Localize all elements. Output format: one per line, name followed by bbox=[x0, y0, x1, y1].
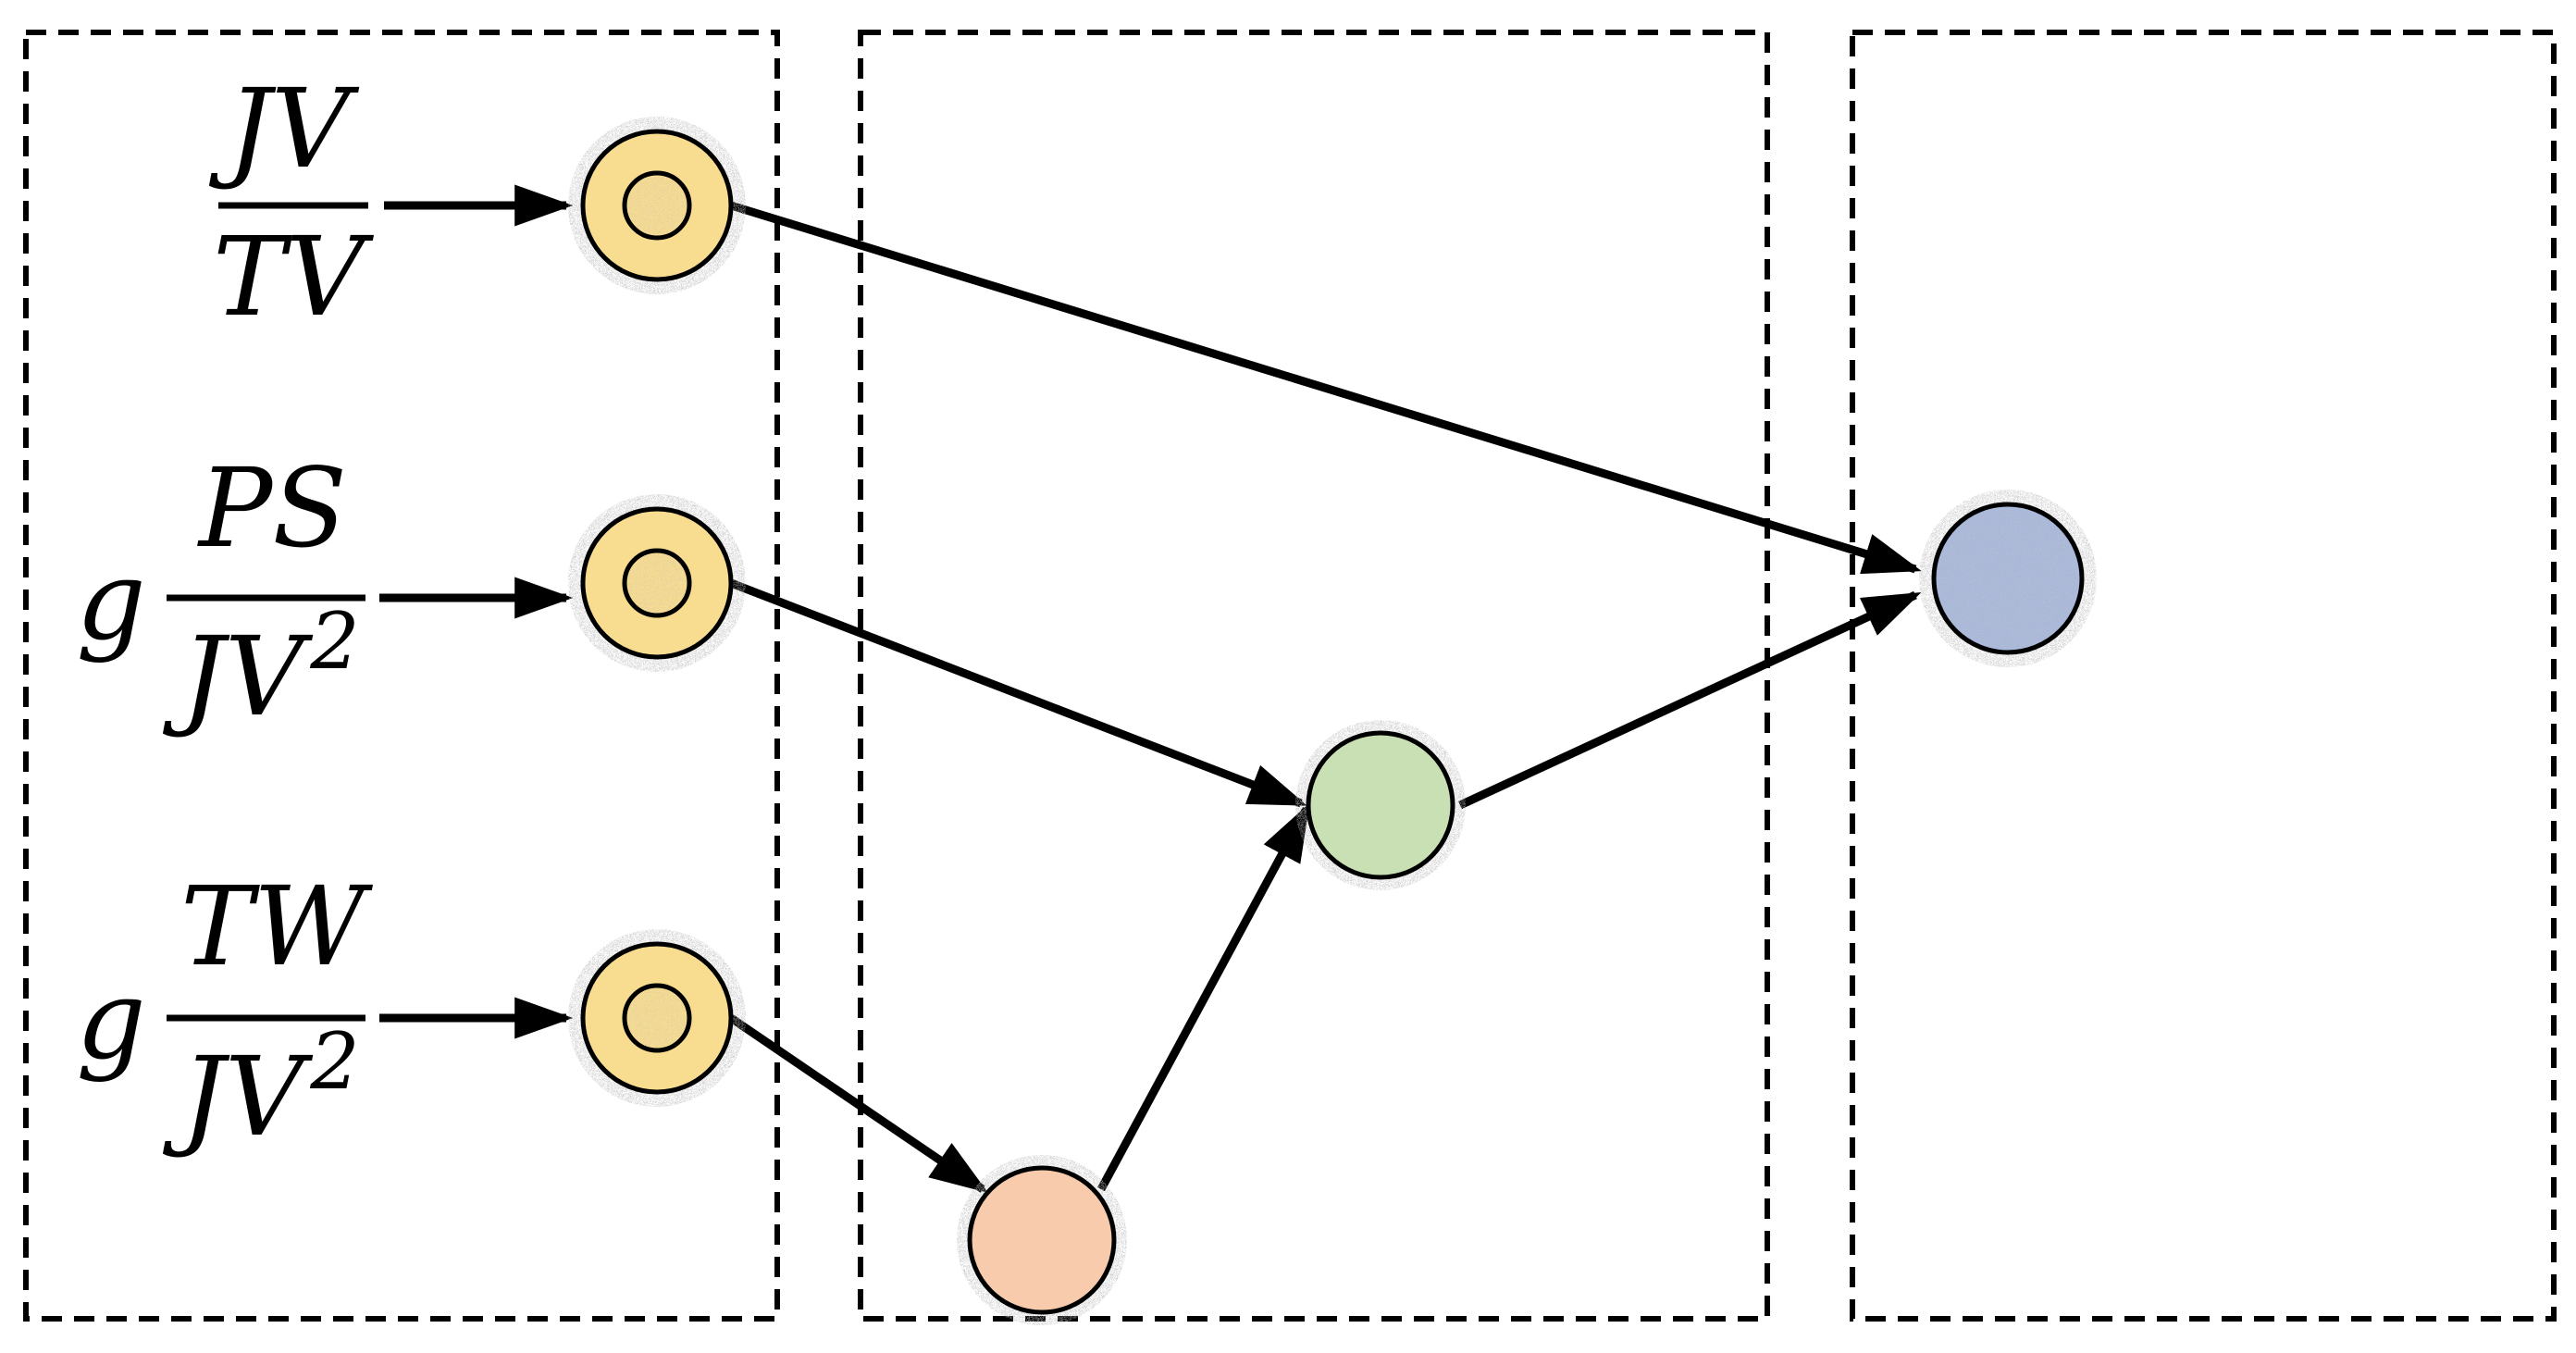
input-node-1 bbox=[568, 117, 746, 294]
input-node-3-center-texture bbox=[627, 988, 687, 1048]
hidden-upper-to-output-arrow bbox=[1458, 590, 1922, 810]
input-node-1-center-texture bbox=[627, 176, 687, 235]
input-node-3 bbox=[568, 929, 746, 1107]
input-3-exponent: 2 bbox=[309, 1016, 359, 1107]
hidden-node-lower bbox=[957, 1155, 1127, 1325]
input-3-denominator: JV bbox=[163, 1033, 314, 1161]
input-layer-panel bbox=[23, 30, 780, 1322]
input-label-1: JV TV bbox=[209, 65, 375, 341]
input-label-2: g PS JV 2 bbox=[76, 444, 365, 740]
input-2-to-hidden-upper-arrow bbox=[729, 578, 1307, 808]
hidden-lower-to-hidden-upper-arrow bbox=[1097, 802, 1310, 1192]
input-2-numerator: PS bbox=[197, 444, 347, 572]
output-node-texture bbox=[1938, 508, 2078, 649]
input-node-2-center-texture bbox=[627, 553, 687, 613]
hidden-node-upper bbox=[1295, 720, 1466, 890]
input-2-denominator: JV bbox=[163, 613, 314, 740]
input-3-prefix: g bbox=[76, 956, 146, 1084]
input-1-to-output-arrow bbox=[729, 201, 1922, 575]
input-1-denominator: TV bbox=[213, 213, 375, 341]
input-3-to-hidden-lower-arrow bbox=[728, 1014, 988, 1194]
hidden-node-upper-circle bbox=[1306, 730, 1455, 880]
hidden-layer-panel bbox=[858, 30, 1770, 1322]
input-1-numerator: JV bbox=[209, 65, 360, 192]
input-node-2 bbox=[568, 494, 746, 672]
output-node bbox=[1919, 490, 2097, 667]
input-2-exponent: 2 bbox=[309, 596, 359, 687]
input-2-prefix: g bbox=[76, 537, 146, 664]
hidden-node-lower-circle bbox=[967, 1165, 1117, 1315]
input-label-3: g TW JV 2 bbox=[76, 863, 373, 1161]
output-layer-panel bbox=[1850, 30, 2557, 1322]
input-3-numerator: TW bbox=[180, 863, 374, 990]
